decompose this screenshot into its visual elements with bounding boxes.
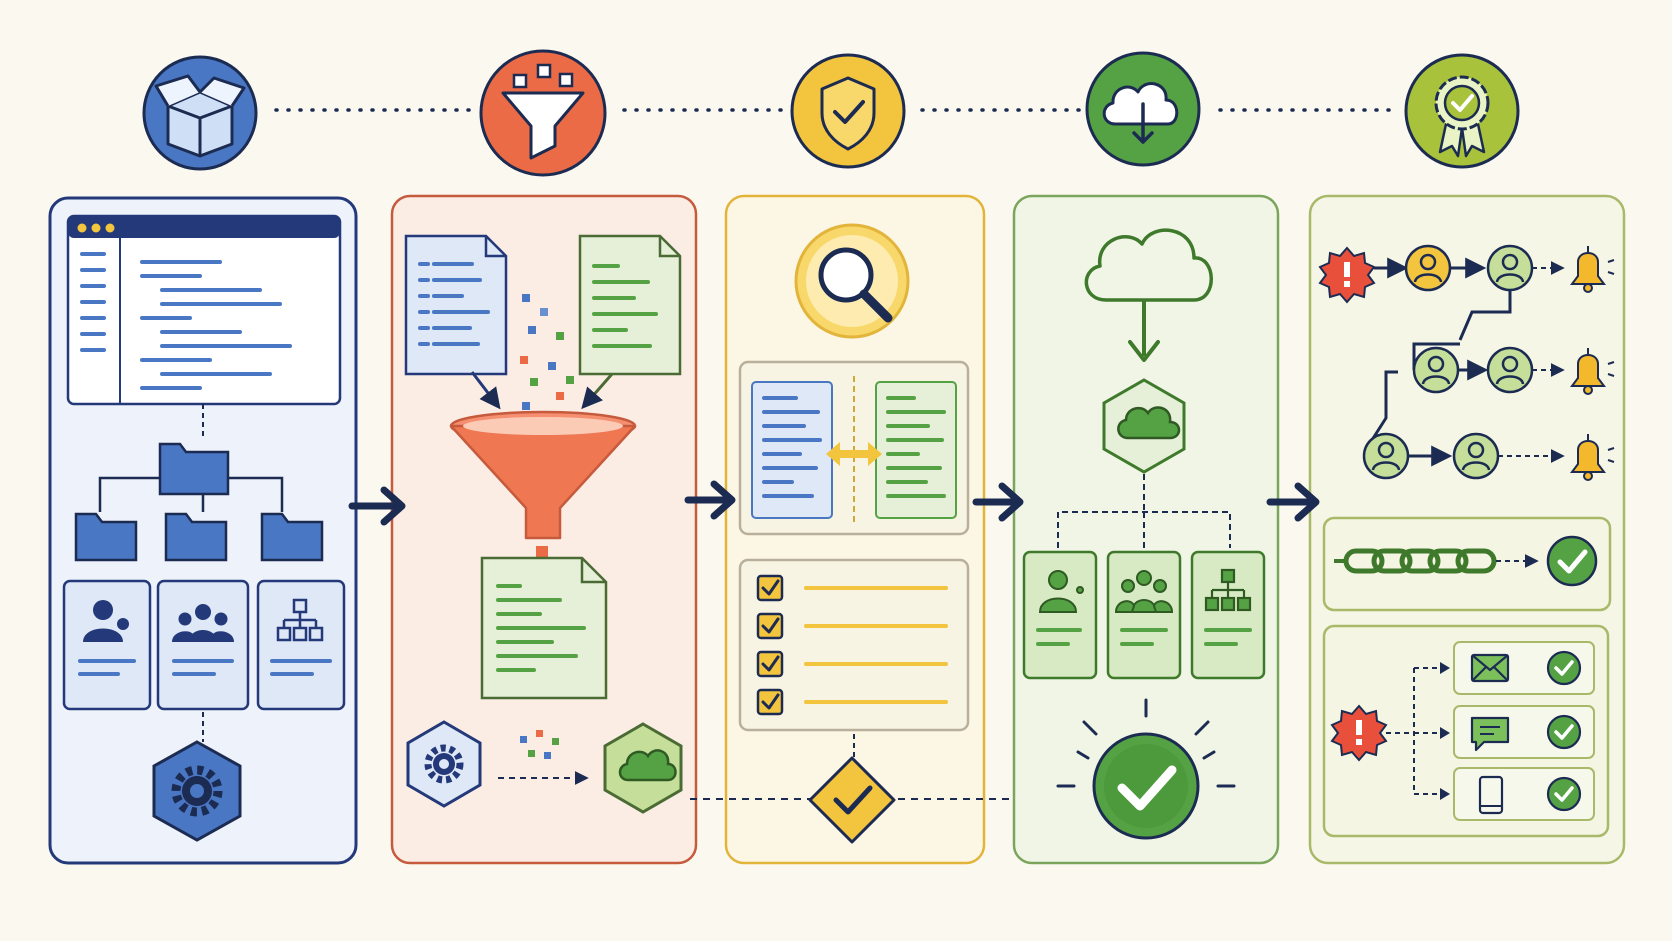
cloud-download-icon (1085, 51, 1201, 167)
double-arrow-icon (826, 442, 882, 466)
cloud-icon (1102, 378, 1186, 474)
group-icon (172, 604, 234, 642)
cloud-icon (1084, 228, 1213, 302)
stage-flow-arrows (348, 480, 1320, 526)
flow-arrow-icon (684, 480, 736, 520)
stage-icon-row (142, 49, 1520, 177)
check-circle-icon (1546, 535, 1598, 587)
panel-certify-content (1318, 244, 1615, 838)
user-avatar-icon (1362, 432, 1410, 480)
data-particles (520, 730, 559, 759)
user-avatar-icon (1452, 432, 1500, 480)
award-ribbon-icon (1404, 53, 1520, 169)
compare-box (738, 360, 970, 536)
success-check-icon (1056, 698, 1236, 840)
check-circle-icon (1546, 776, 1582, 812)
checkbox-icon (756, 650, 784, 678)
chain-box (1322, 516, 1612, 612)
checkbox-icon (756, 574, 784, 602)
check-circle-icon (1546, 714, 1582, 750)
folder-icon (260, 512, 324, 562)
alert-burst-icon (1330, 704, 1388, 762)
flow-arrow-icon (972, 482, 1024, 522)
shield-check-icon (790, 53, 906, 169)
check-diamond-icon (808, 756, 896, 844)
check-circle-icon (1546, 650, 1582, 686)
panel-deploy (1012, 194, 1280, 865)
user-avatar-icon (1404, 244, 1452, 292)
checkbox-icon (756, 688, 784, 716)
mobile-phone-icon (1478, 775, 1504, 815)
document-output-icon (480, 556, 608, 700)
bell-icon (1570, 246, 1615, 293)
gear-icon (406, 720, 482, 808)
code-window-icon (66, 214, 342, 406)
chain-link-icon (1343, 548, 1497, 574)
hierarchy-icon (1204, 568, 1252, 612)
panel-source-content (62, 214, 346, 842)
folder-icon (74, 512, 138, 562)
user-avatar-icon (1486, 244, 1534, 292)
panel-filter-content (404, 234, 683, 814)
alert-burst-icon (1318, 246, 1376, 304)
user-icon (1038, 570, 1084, 613)
user-avatar-icon (1412, 346, 1460, 394)
panel-validate-content (738, 223, 970, 844)
checkbox-icon (756, 612, 784, 640)
magnifier-icon (794, 223, 910, 339)
open-box-icon (142, 55, 258, 171)
document-green-icon (578, 234, 682, 376)
gear-icon (152, 740, 242, 842)
folder-icon (158, 442, 230, 496)
checklist (738, 558, 970, 732)
hierarchy-icon (276, 598, 324, 642)
bell-icon (1570, 348, 1615, 395)
source-cards (62, 579, 346, 711)
folder-icon (164, 512, 228, 562)
chat-bubble-icon (1470, 716, 1510, 752)
group-icon (1114, 570, 1174, 613)
funnel-icon (479, 49, 607, 177)
user-icon (83, 600, 129, 642)
panel-deploy-content (1022, 228, 1266, 840)
bell-icon (1570, 434, 1615, 481)
deploy-cards (1022, 550, 1266, 680)
flow-arrow-icon (1266, 482, 1320, 522)
envelope-icon (1470, 653, 1510, 683)
notification-box (1322, 624, 1610, 838)
user-avatar-icon (1486, 346, 1534, 394)
document-blue-icon (404, 234, 508, 376)
cloud-icon (603, 722, 683, 814)
folder-tree (74, 442, 324, 562)
funnel-icon (449, 410, 637, 558)
flow-arrow-icon (348, 486, 406, 526)
